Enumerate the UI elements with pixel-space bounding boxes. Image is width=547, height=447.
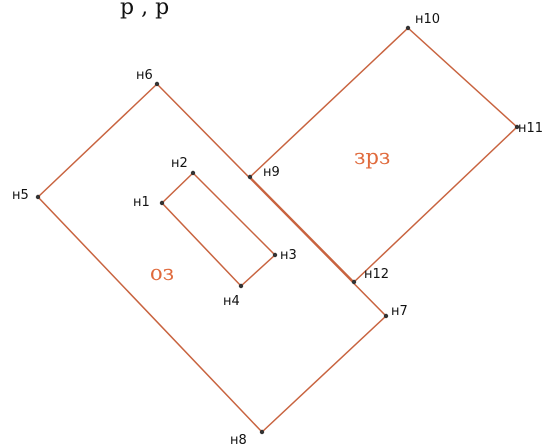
vertex-n5 bbox=[35, 194, 41, 200]
vertex-n11 bbox=[514, 124, 520, 130]
vertex-n1 bbox=[159, 200, 165, 206]
vertex-n4 bbox=[238, 283, 244, 289]
vertex-points bbox=[35, 25, 520, 435]
label-n12: н12 bbox=[364, 267, 389, 282]
top-caption: р , р bbox=[120, 0, 169, 20]
vertex-n9 bbox=[247, 174, 253, 180]
label-n1: н1 bbox=[133, 195, 150, 210]
label-n2: н2 bbox=[171, 156, 188, 171]
vertex-n6 bbox=[154, 81, 160, 87]
label-n4: н4 bbox=[223, 294, 240, 309]
zone-label-outer: оз bbox=[150, 261, 174, 285]
vertex-n7 bbox=[383, 313, 389, 319]
label-n11: н11 bbox=[518, 121, 543, 136]
label-n3: н3 bbox=[280, 248, 297, 263]
vertex-n3 bbox=[272, 252, 278, 258]
vertex-n2 bbox=[190, 170, 196, 176]
inner-rectangle-boundary bbox=[160, 171, 277, 288]
vertex-n10 bbox=[405, 25, 411, 31]
label-n8: н8 bbox=[230, 433, 247, 447]
label-n7: н7 bbox=[391, 304, 408, 319]
outer-plot-boundary bbox=[36, 82, 388, 434]
label-n10: н10 bbox=[415, 12, 440, 27]
vertex-n8 bbox=[259, 429, 265, 435]
zone-label-right: зрз bbox=[354, 145, 390, 169]
label-n6: н6 bbox=[136, 68, 153, 83]
label-n9: н9 bbox=[263, 165, 280, 180]
vertex-n12 bbox=[351, 279, 357, 285]
label-n5: н5 bbox=[12, 188, 29, 203]
vertex-labels: н1 н2 н3 н4 н5 н6 н7 н8 н9 н10 н11 н12 bbox=[12, 12, 543, 447]
